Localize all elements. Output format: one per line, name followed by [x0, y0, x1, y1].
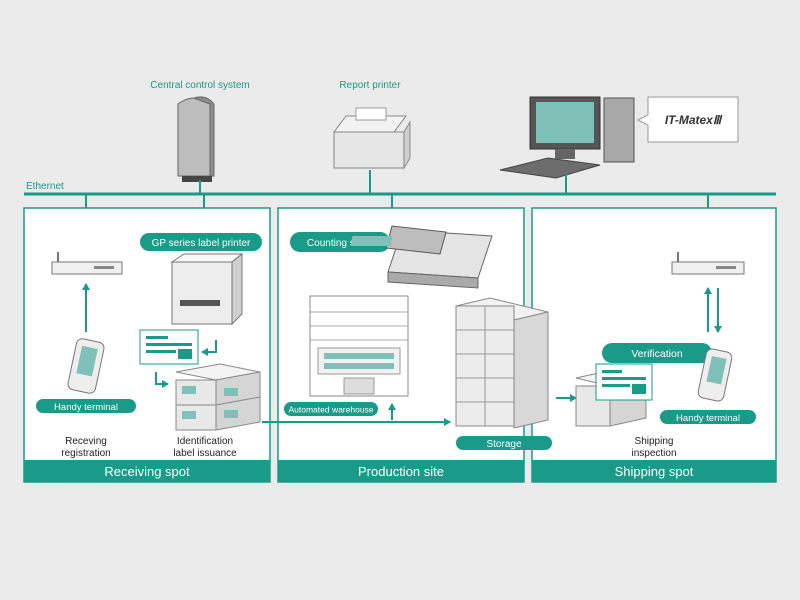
access-point-icon [51, 252, 123, 275]
shipping-handy-terminal-icon [697, 348, 733, 402]
label-printer-badge [140, 233, 262, 251]
workstation-icon [499, 96, 635, 179]
counting-scale-icon [350, 225, 493, 289]
software-logo: IT-MatexⅢ [665, 113, 723, 127]
label-printer-icon [170, 252, 244, 326]
shipping-handy-badge [660, 410, 756, 424]
central-control-label: Central control system [150, 80, 249, 91]
shipping-footer-bar [532, 460, 776, 482]
shipping-caption-line2: inspection [631, 448, 676, 459]
receiving-footer: Receiving spot [104, 464, 190, 479]
shipping-footer: Shipping spot [615, 464, 694, 479]
storage-rack-icon [455, 297, 549, 429]
counting-scale-label: Counting scale [307, 238, 374, 249]
handy-terminal-icon [67, 338, 105, 394]
verification-label: Verification [631, 348, 683, 360]
storage-badge [456, 436, 552, 450]
automated-warehouse-badge [284, 402, 378, 416]
shipping-access-point-icon [671, 252, 745, 275]
production-footer-bar [278, 460, 524, 482]
software-callout [636, 96, 739, 143]
receiving-caption-line2: registration [61, 448, 110, 459]
receiving-footer-bar [24, 460, 270, 482]
labeled-boxes-icon [175, 363, 261, 431]
report-printer-label: Report printer [339, 80, 401, 91]
label-out-arrow [201, 340, 217, 356]
report-printer-icon [333, 107, 411, 170]
identification-caption-line1: Identification [177, 436, 233, 447]
shipping-label-icon [595, 363, 653, 401]
verification-badge [602, 343, 712, 363]
storage-label: Storage [486, 439, 521, 450]
automated-warehouse-label: Automated warehouse [288, 405, 373, 415]
label-apply-arrow [155, 372, 169, 388]
receiving-handy-label: Handy terminal [54, 402, 118, 413]
printed-label-icon [139, 329, 199, 365]
receiving-handy-badge [36, 399, 136, 413]
ethernet-label: Ethernet [26, 181, 64, 192]
shipping-handy-label: Handy terminal [676, 413, 740, 424]
server-icon [177, 96, 215, 182]
production-footer: Production site [358, 464, 444, 479]
identification-caption-line2: label issuance [173, 448, 237, 459]
automated-warehouse-icon [309, 295, 409, 397]
receiving-caption-line1: Receving [65, 436, 107, 447]
label-printer-label: GP series label printer [152, 238, 251, 249]
shipping-caption-line1: Shipping [635, 436, 674, 447]
